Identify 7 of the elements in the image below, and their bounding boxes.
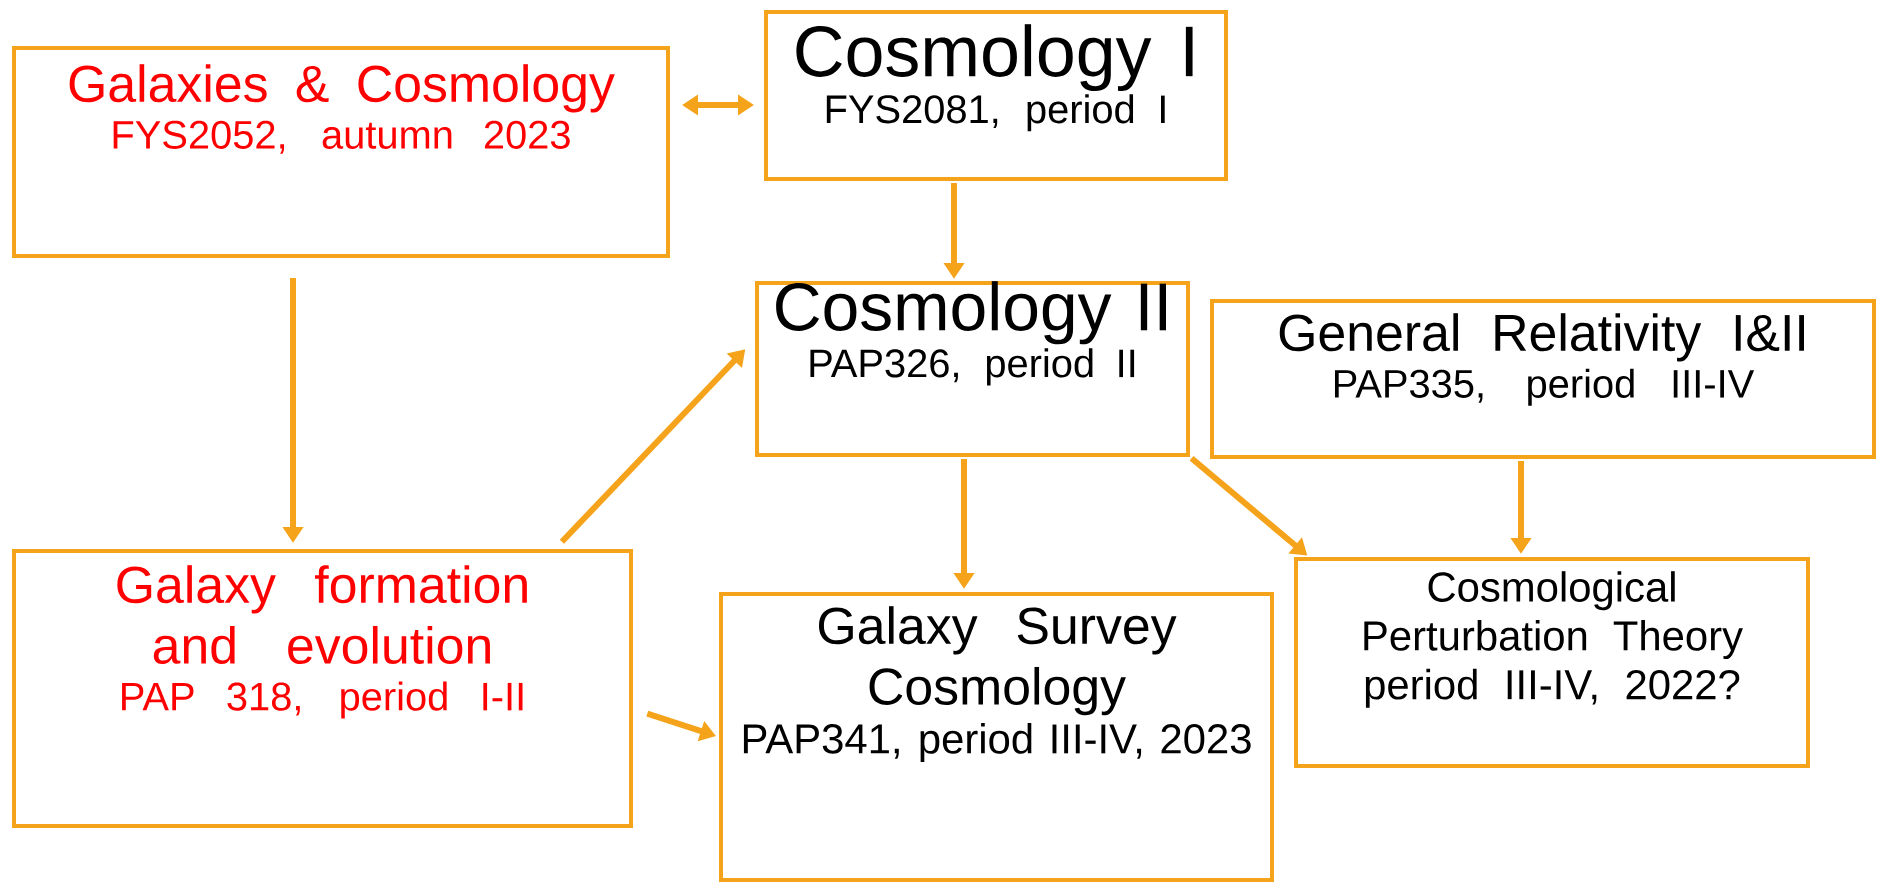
course-box: Galaxy Survey Cosmology PAP341, period III-IV, 2023 xyxy=(719,592,1274,882)
course-box: Cosmological Perturbation Theory period III-IV, 2022? xyxy=(1294,557,1810,768)
course-box: Galaxies & Cosmology FYS2052, autumn 2023 xyxy=(12,46,670,258)
course-box: Cosmology II PAP326, period II xyxy=(755,281,1190,457)
course-box: Cosmology I FYS2081, period I xyxy=(764,10,1228,181)
course-box: Galaxy formation and evolution PAP 318, period I-II xyxy=(12,549,633,828)
course-box: General Relativity I&II PAP335, period III-IV xyxy=(1210,299,1876,459)
